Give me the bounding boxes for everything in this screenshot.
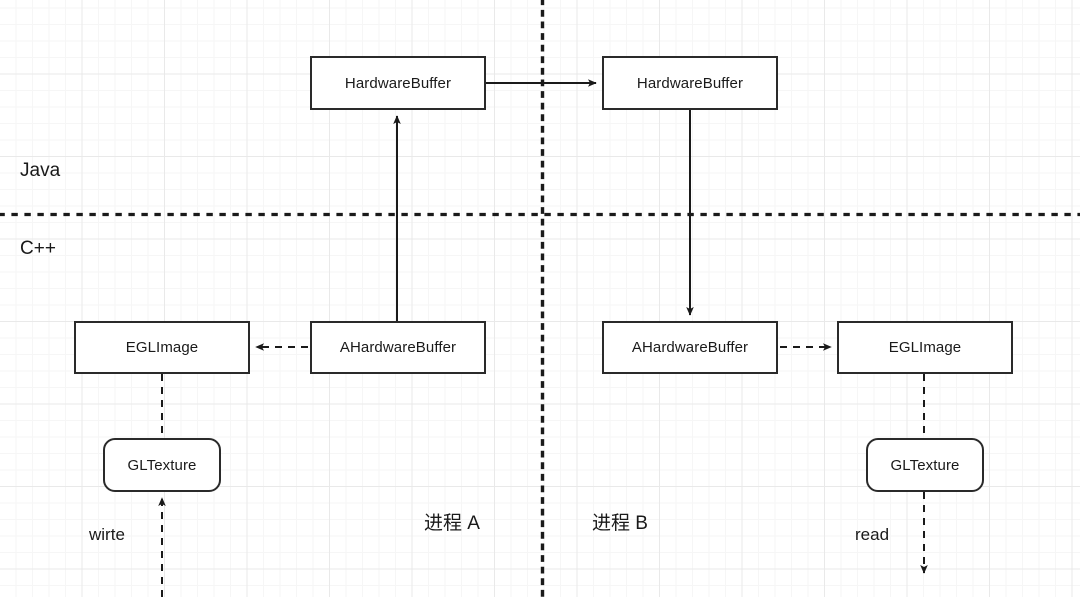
- edge-label-read: read: [855, 525, 890, 544]
- layer-label-java: Java: [20, 160, 61, 181]
- node-ahardwarebuffer-a[interactable]: AHardwareBuffer: [310, 321, 486, 374]
- node-eglimage-b[interactable]: EGLImage: [837, 321, 1013, 374]
- node-hardwarebuffer-b[interactable]: HardwareBuffer: [602, 56, 778, 110]
- node-ahardwarebuffer-b[interactable]: AHardwareBuffer: [602, 321, 778, 374]
- node-hardwarebuffer-a[interactable]: HardwareBuffer: [310, 56, 486, 110]
- layer-label-cpp: C++: [20, 238, 56, 259]
- node-gltexture-a[interactable]: GLTexture: [103, 438, 221, 492]
- node-gltexture-b[interactable]: GLTexture: [866, 438, 984, 492]
- lane-label-process-a: 进程 A: [424, 513, 480, 534]
- node-eglimage-a[interactable]: EGLImage: [74, 321, 250, 374]
- lane-label-process-b: 进程 B: [592, 513, 648, 534]
- edge-label-write: wirte: [89, 525, 125, 544]
